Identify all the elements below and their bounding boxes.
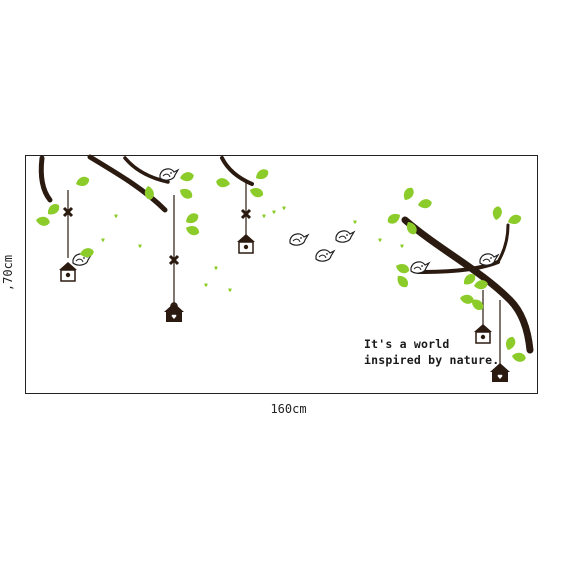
birdhouse-left (58, 261, 78, 282)
canvas-frame (25, 155, 538, 394)
hanging-strings (67, 180, 501, 370)
birdhouse-center (236, 233, 256, 254)
width-dimension-label: 160cm (270, 402, 307, 416)
cross-knots (62, 206, 252, 266)
height-dimension-label: ,70cm (1, 254, 15, 292)
quote-text: It's a world inspired by nature. (364, 336, 499, 368)
branches (38, 154, 534, 354)
quote-line-2: inspired by nature. (364, 353, 500, 367)
leaf-cluster (35, 167, 527, 363)
birdhouse-lantern (164, 302, 184, 322)
quote-line-1: It's a world (364, 337, 450, 351)
